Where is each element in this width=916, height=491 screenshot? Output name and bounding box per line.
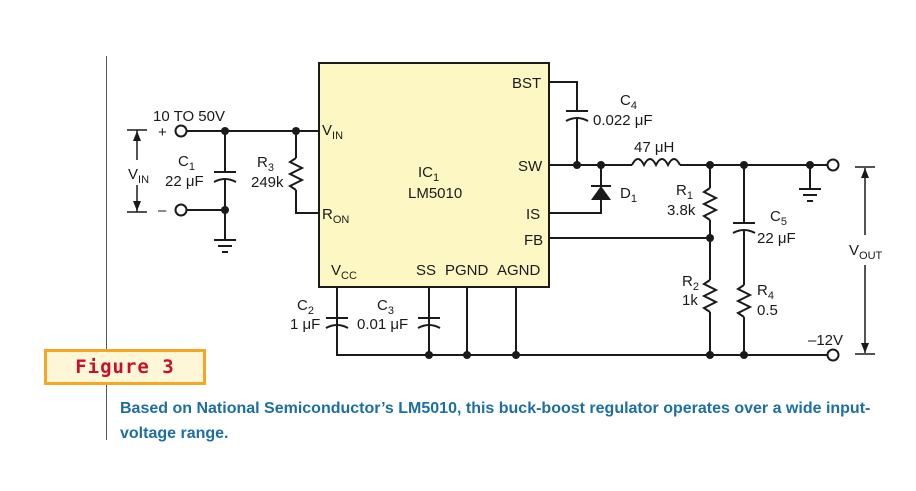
- c3-value: 0.01 μF: [357, 316, 408, 333]
- r2-value: 1k: [682, 292, 698, 309]
- figure-tag-text: Figure 3: [75, 356, 175, 378]
- r1-resistor: [701, 187, 719, 221]
- pin-fb: FB: [524, 232, 543, 249]
- r4-label: R4: [757, 282, 774, 302]
- vin-label: VIN: [128, 166, 149, 186]
- l1-value: 47 μH: [634, 139, 674, 156]
- ground-symbol-output: [799, 188, 821, 202]
- vin-arrowhead-up: [133, 131, 141, 141]
- r4-value: 0.5: [757, 302, 778, 319]
- pin-pgnd: PGND: [445, 262, 489, 279]
- c4-value: 0.022 μF: [593, 112, 653, 129]
- vout-arrowhead-up: [861, 168, 869, 178]
- ic-part: LM5010: [408, 185, 462, 202]
- c3-label: C3: [377, 297, 394, 317]
- input-range: 10 TO 50V: [153, 108, 225, 125]
- r4-resistor: [735, 284, 753, 318]
- input-minus: –: [158, 202, 167, 219]
- vout-top-terminal: [826, 158, 840, 172]
- d1-label: D1: [620, 185, 637, 205]
- vout-arrowhead-down: [861, 343, 869, 353]
- input-plus: +: [158, 124, 167, 141]
- r1-value: 3.8k: [667, 202, 696, 219]
- pin-sw: SW: [518, 158, 543, 175]
- pin-is: IS: [526, 206, 540, 223]
- c1-value: 22 μF: [165, 173, 204, 190]
- margin-rule: [106, 56, 107, 440]
- pin-vcc: VCC: [331, 262, 357, 282]
- r3-label: R3: [257, 154, 274, 174]
- vout-label: VOUT: [849, 242, 883, 262]
- r3-value: 249k: [251, 174, 284, 191]
- c3-plate-bottom: [417, 324, 441, 329]
- c1-plate-bottom: [213, 178, 237, 183]
- r2-label: R2: [682, 273, 699, 293]
- pin-ss: SS: [416, 262, 436, 279]
- c2-value: 1 μF: [290, 316, 320, 333]
- figure-caption: Based on National Semiconductor’s LM5010…: [120, 400, 871, 442]
- r3-resistor: [287, 157, 305, 191]
- l1-inductor: [631, 158, 681, 168]
- ic-body: [318, 62, 550, 288]
- pin-ron: RON: [322, 206, 349, 226]
- vin-minus-terminal: [174, 203, 188, 217]
- figure-tag: Figure 3: [44, 349, 206, 385]
- c5-value: 22 μF: [757, 230, 796, 247]
- output-voltage: –12V: [808, 332, 843, 349]
- c4-label: C4: [620, 92, 637, 112]
- c1-label: C1: [178, 153, 195, 173]
- pin-agnd: AGND: [497, 262, 541, 279]
- pin-bst: BST: [512, 75, 541, 92]
- pin-vin: VIN: [322, 122, 343, 142]
- r2-resistor: [701, 279, 719, 313]
- vin-arrowhead-down: [133, 201, 141, 211]
- vout-bottom-terminal: [826, 348, 840, 362]
- d1-diode: [591, 186, 611, 200]
- c2-plate-bottom: [325, 324, 349, 329]
- ground-symbol-input: [214, 239, 236, 253]
- r1-label: R1: [676, 182, 693, 202]
- vin-plus-terminal: [174, 124, 188, 138]
- c2-label: C2: [297, 297, 314, 317]
- c5-label: C5: [770, 208, 787, 228]
- ic-ref: IC1: [418, 164, 439, 184]
